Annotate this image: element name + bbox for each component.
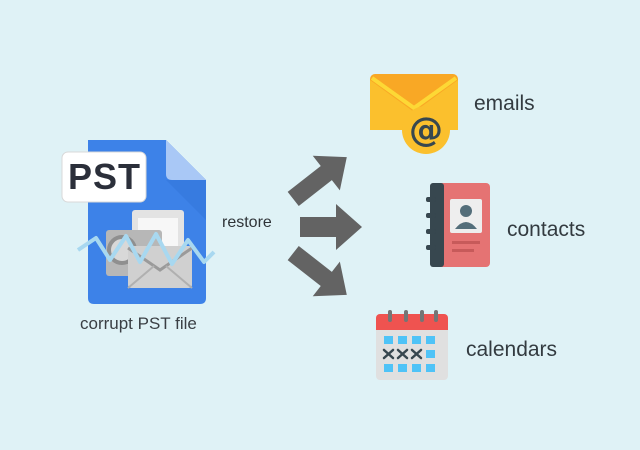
label-emails: emails [474,92,535,115]
address-book-icon [426,183,490,267]
corruption-line [76,232,216,266]
svg-text:@: @ [409,110,443,150]
source-caption: corrupt PST file [80,314,197,333]
restore-label: restore [222,214,272,231]
label-contacts: contacts [507,218,586,241]
label-calendars: calendars [466,338,558,361]
arrow-down-right-icon [287,245,347,297]
arrow-right-icon [300,204,362,250]
envelope-at-icon: @ [370,74,458,154]
pst-badge-text: PST [68,156,142,197]
outlook-envelope-icon [106,210,193,289]
arrow-up-right-icon [287,155,347,207]
pst-file-icon [61,140,216,304]
restore-arrows [287,155,362,297]
calendar-icon [376,310,448,380]
